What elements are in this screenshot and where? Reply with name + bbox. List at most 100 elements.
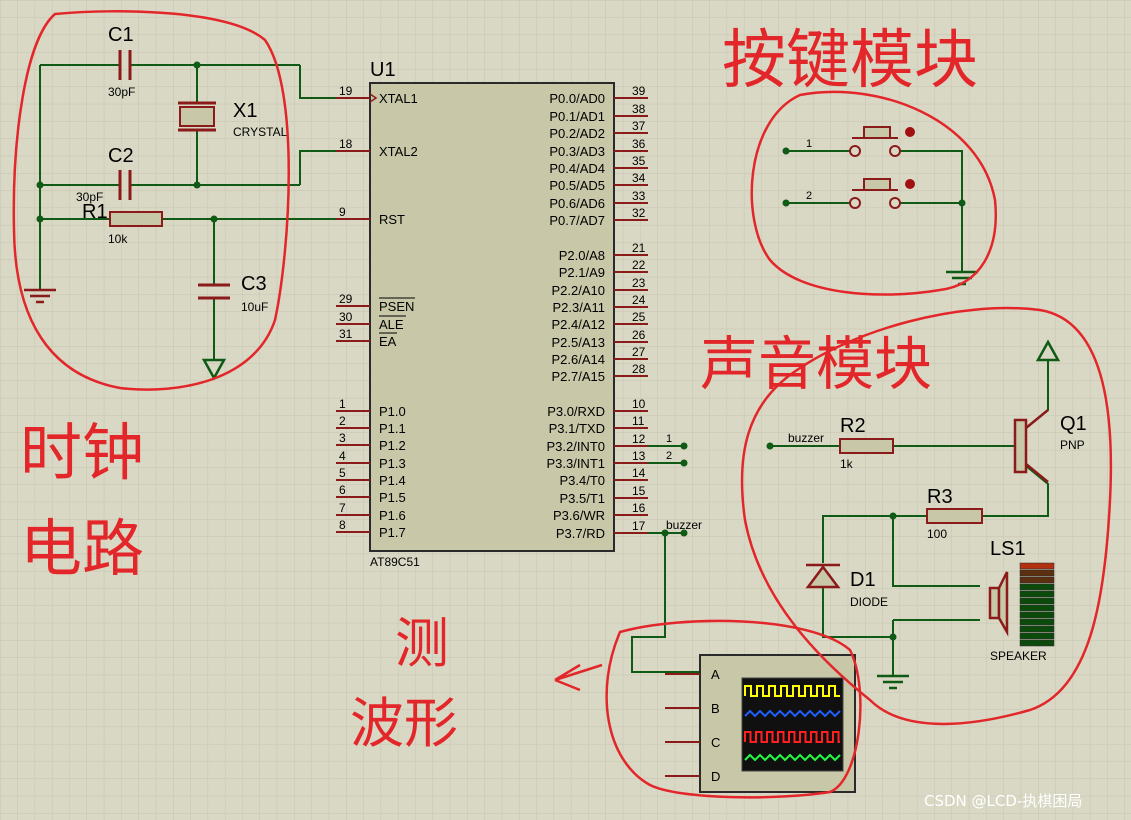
scope-channel-b[interactable]: B (665, 701, 720, 716)
pin-name: ALE (379, 317, 404, 332)
clock-circuit (39, 64, 370, 360)
x1-crystal[interactable] (178, 101, 216, 132)
c1-capacitor[interactable] (118, 50, 132, 80)
r2-input-net-label: buzzer (788, 431, 824, 445)
r2-value: 1k (840, 457, 854, 471)
pin-number: 30 (339, 310, 353, 324)
pin-name: P1.5 (379, 490, 406, 505)
button-2-indicator-icon (905, 179, 915, 189)
r1-resistor[interactable] (109, 211, 163, 227)
ls1-speaker[interactable] (988, 571, 1009, 637)
pin-name: P2.5/A13 (552, 335, 606, 350)
pin-name: P0.3/AD3 (549, 144, 605, 159)
r3-resistor[interactable] (926, 508, 983, 524)
trace-channel-a (744, 685, 840, 697)
pin-name: P1.1 (379, 421, 406, 436)
pin-name: P1.3 (379, 456, 406, 471)
pin-number: 23 (632, 276, 646, 290)
d1-diode[interactable] (805, 563, 841, 589)
pin-name: XTAL1 (379, 91, 418, 106)
scope-channel-label: A (711, 667, 720, 682)
r1-value: 10k (108, 232, 128, 246)
r3-value: 100 (927, 527, 947, 541)
pin-number: 27 (632, 345, 646, 359)
pin-name: P1.7 (379, 525, 406, 540)
pin-name: P2.2/A10 (552, 283, 606, 298)
pin-number: 14 (632, 466, 646, 480)
pin-number: 10 (632, 397, 646, 411)
pin-number: 38 (632, 102, 646, 116)
pin-number: 36 (632, 137, 646, 151)
scope-channel-c[interactable]: C (665, 735, 720, 750)
pin-name: P0.4/AD4 (549, 161, 605, 176)
level-segment (1019, 583, 1055, 591)
pin-name: P2.7/A15 (552, 369, 606, 384)
p3-net-dots (661, 442, 688, 537)
pin-name: P0.2/AD2 (549, 126, 605, 141)
pin-number: 16 (632, 501, 646, 515)
level-segment (1019, 632, 1055, 640)
pin-name: P3.3/INT1 (546, 456, 605, 471)
scope-channel-a[interactable]: A (665, 667, 720, 682)
c3-ref: C3 (241, 273, 267, 295)
button-1[interactable] (849, 126, 901, 157)
q1-transistor[interactable] (1013, 409, 1049, 483)
clock-annotation-line2: 电路 (20, 512, 144, 585)
r2-resistor[interactable] (839, 438, 894, 454)
scope-channel-d[interactable]: D (665, 769, 720, 784)
pin-number: 22 (632, 258, 646, 272)
c2-capacitor[interactable] (118, 170, 132, 200)
pin-name: P1.0 (379, 404, 406, 419)
clock-pin-marker-icon (369, 93, 378, 103)
key2-net-label: 2 (806, 190, 812, 202)
c3-capacitor[interactable] (198, 283, 230, 300)
pin-number: 26 (632, 328, 646, 342)
pin-name: P1.4 (379, 473, 406, 488)
pin-name: P0.7/AD7 (549, 213, 605, 228)
clock-annotation-line1: 时钟 (20, 416, 144, 489)
q1-ref: Q1 (1060, 413, 1087, 435)
chip-u1-body[interactable] (369, 82, 615, 552)
button-2[interactable] (849, 178, 901, 209)
